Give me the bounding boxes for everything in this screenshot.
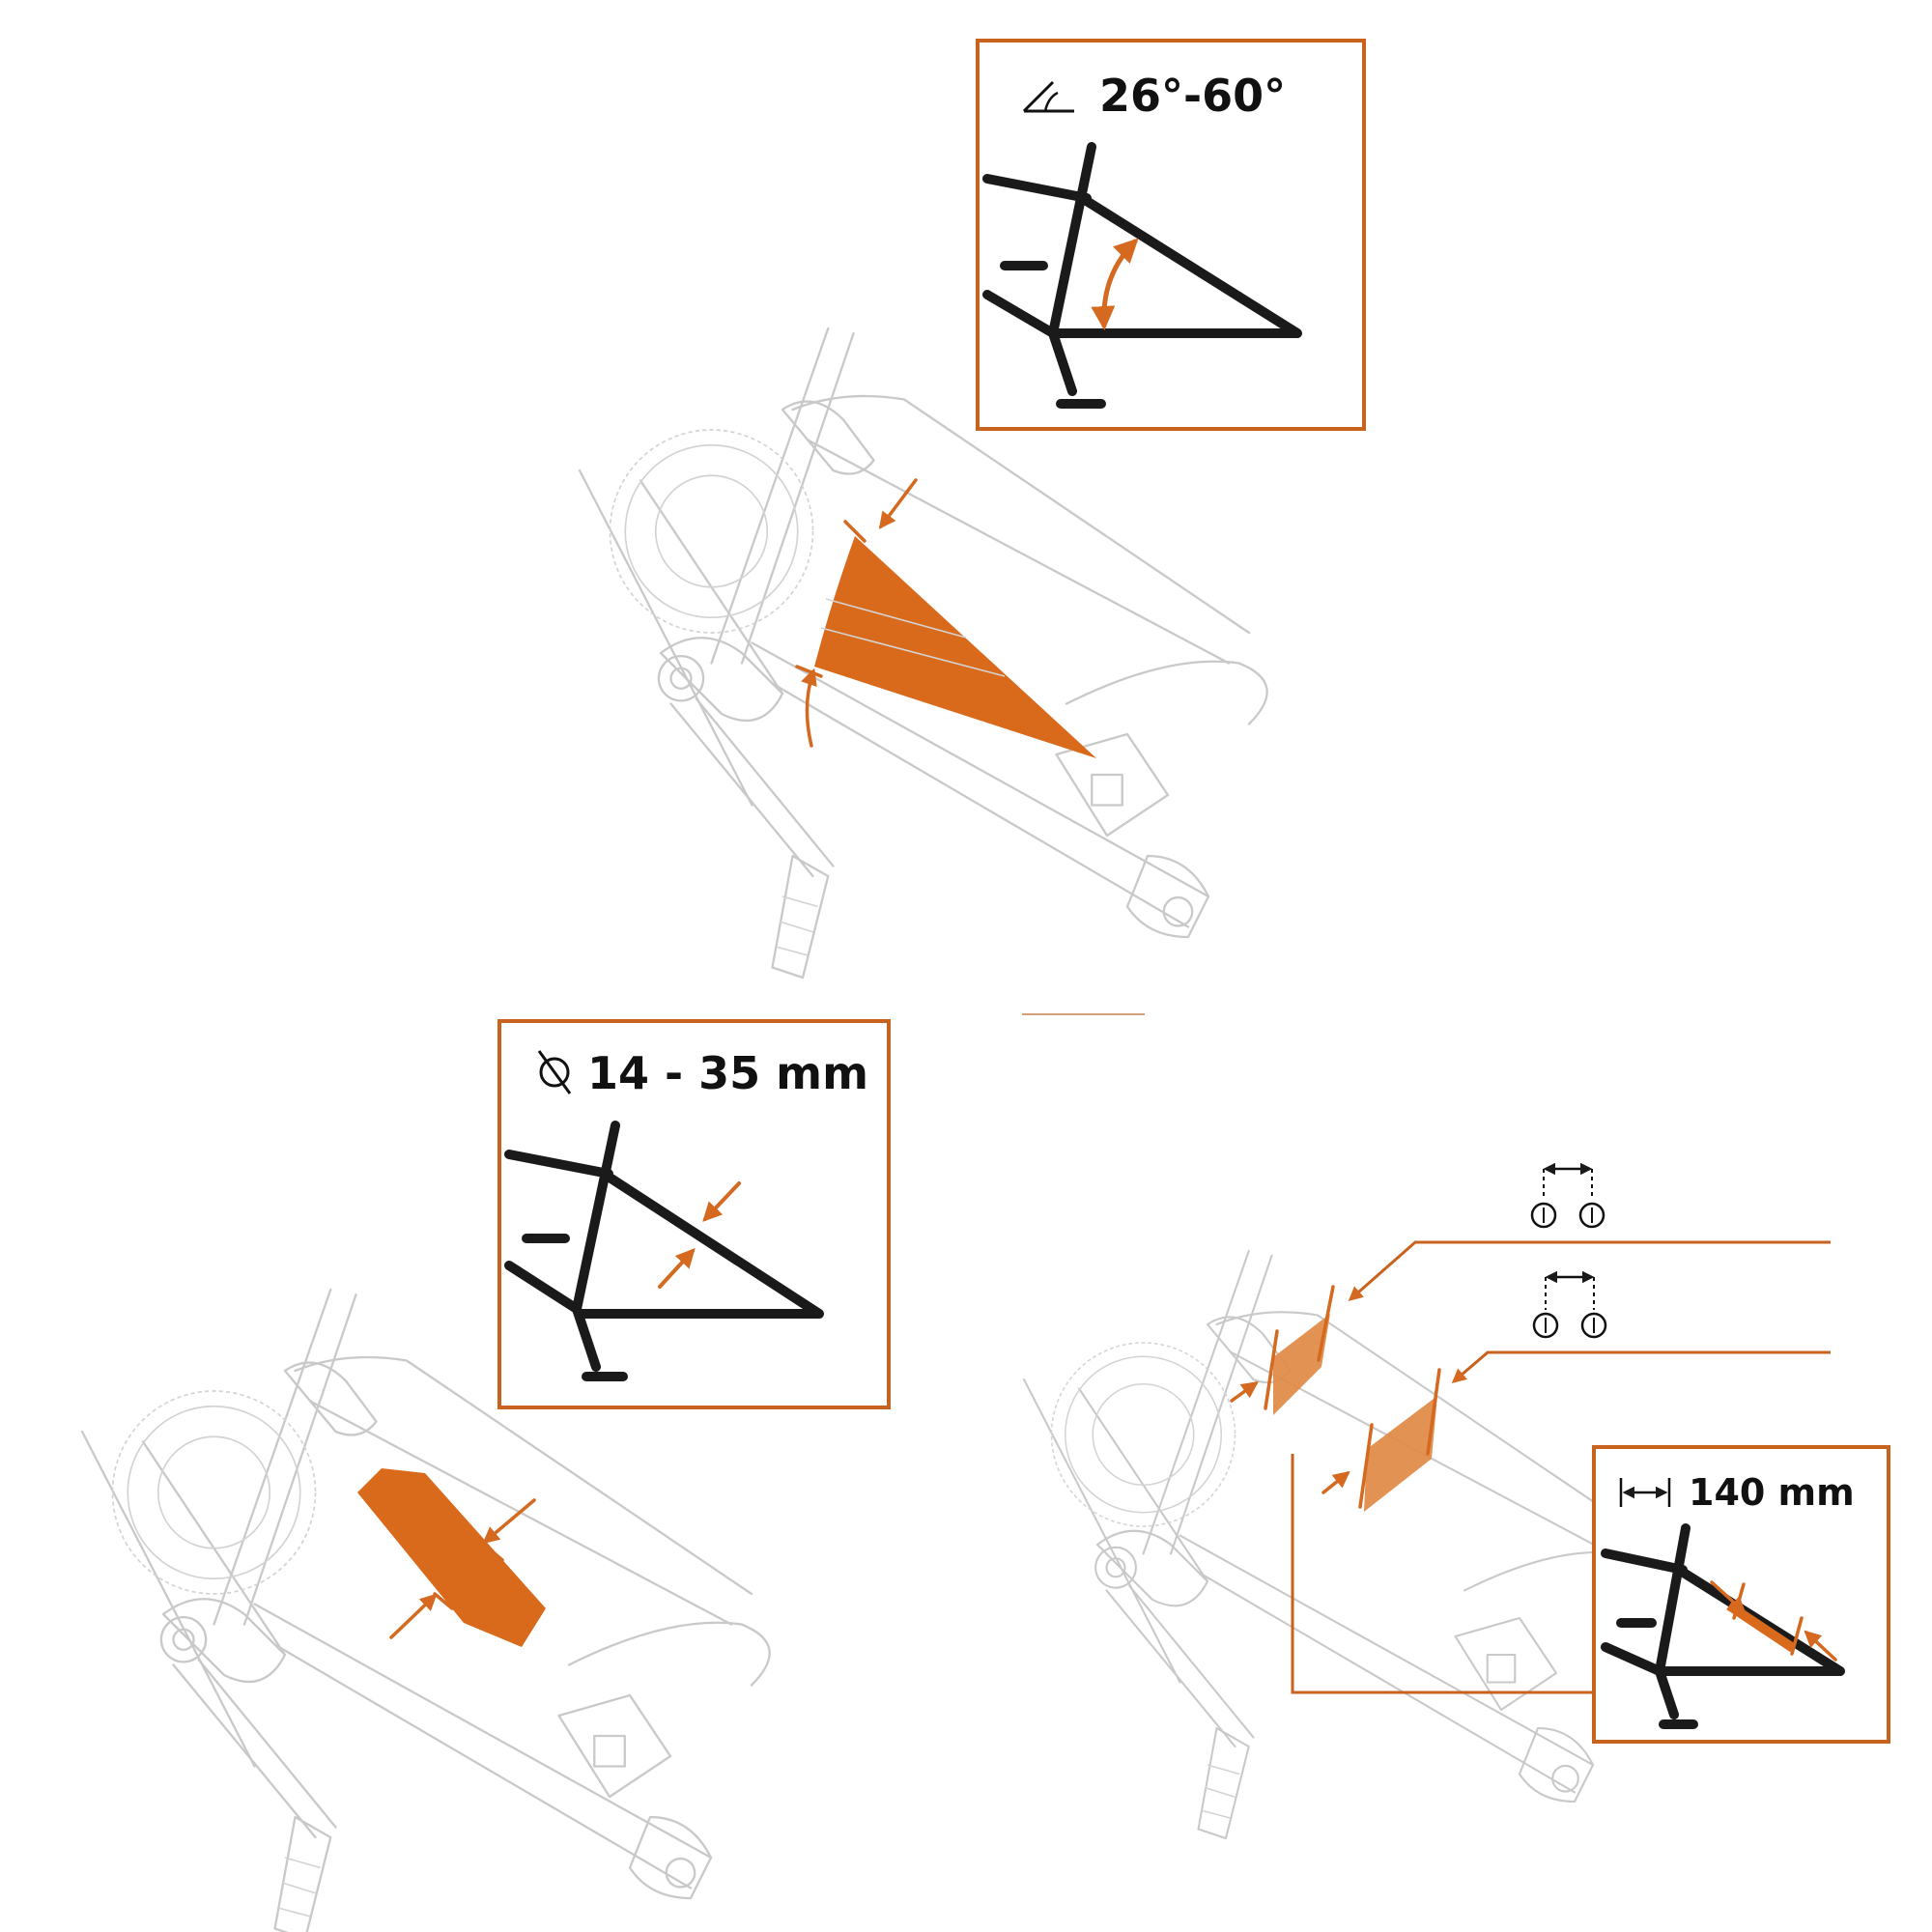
diameter-range-label: 14 - 35 mm	[587, 1047, 868, 1099]
wedge-arrow-top	[878, 478, 918, 529]
diameter-arrow-top	[482, 1498, 536, 1545]
panel-diameter-arrow-top	[702, 1181, 741, 1222]
callout-line-upper	[1348, 1240, 1831, 1301]
diameter-panel: 14 - 35 mm	[497, 1019, 891, 1409]
length-panel: 140 mm	[1592, 1445, 1890, 1744]
panel-diameter-arrow-bottom	[658, 1248, 696, 1289]
angle-wedge	[814, 536, 1096, 758]
callout-line-lower	[1451, 1350, 1831, 1383]
angle-indicator-arrow	[1091, 238, 1139, 330]
diameter-arrow-bottom	[389, 1593, 438, 1639]
angle-panel: 26°-60°	[976, 39, 1366, 431]
mount-plate-lower	[1364, 1396, 1437, 1512]
wedge-arrow-bottom	[801, 668, 817, 748]
mount-plate-upper	[1273, 1314, 1330, 1415]
callout-frame-to-panel	[1291, 1454, 1592, 1694]
length-label: 140 mm	[1689, 1471, 1855, 1514]
diameter-icon	[537, 1050, 572, 1094]
bolt-spacing-icon-upper	[1530, 1162, 1605, 1229]
tube-diameter-band	[357, 1468, 546, 1647]
angle-range-label: 26°-60°	[1099, 70, 1286, 122]
bike-frame-sketch-right	[1022, 1249, 1647, 1840]
angle-icon	[1022, 80, 1074, 113]
bolt-spacing-icon-lower	[1532, 1270, 1607, 1339]
width-icon	[1619, 1478, 1671, 1507]
